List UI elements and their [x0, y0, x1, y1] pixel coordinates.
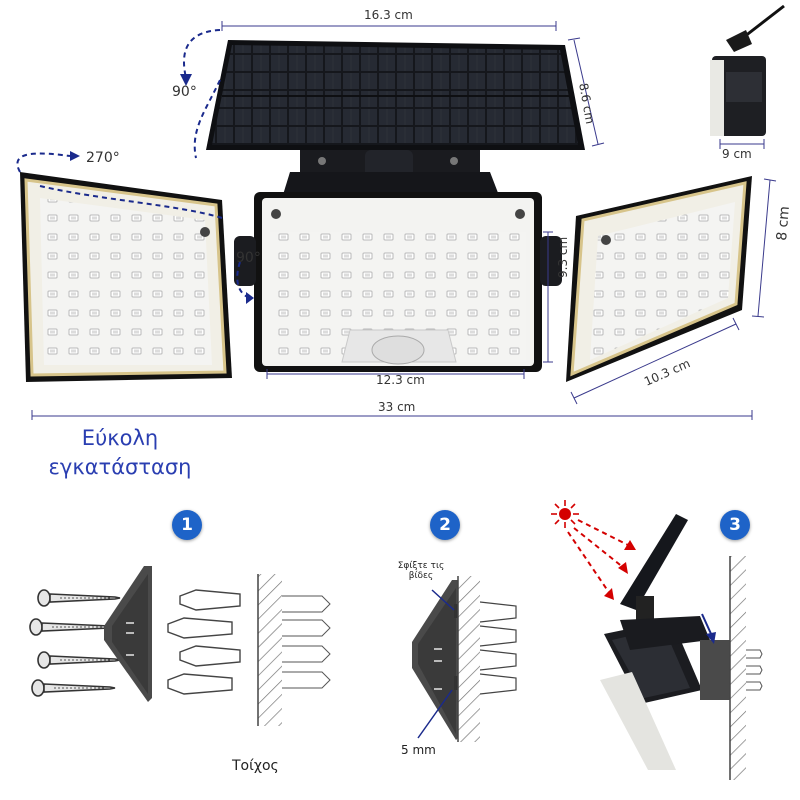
side-depth-label: 9 cm [722, 147, 752, 161]
step-2-diagram [412, 576, 517, 742]
solar-panel [206, 40, 585, 150]
mount-plate [104, 566, 152, 702]
sun-icon [551, 500, 579, 528]
tighten-screws-label: Σφίξτε τις βίδες [397, 561, 445, 581]
drill-size-label: 5 mm [401, 743, 436, 757]
left-light-head [20, 172, 232, 382]
step-badge-2: 2 [430, 510, 460, 540]
wall-label: Τοίχος [232, 758, 279, 774]
joint-rotation-label: 90° [236, 250, 261, 266]
screw-icon [37, 589, 121, 607]
center-light-head [254, 192, 542, 372]
step-badge-3: 3 [720, 510, 750, 540]
right-joint [540, 236, 562, 286]
panel-bracket [282, 150, 500, 198]
panel-rotation-label: 90° [172, 84, 197, 100]
install-title: Εύκολη εγκατάσταση [48, 426, 192, 479]
wall-anchor-icon [179, 589, 241, 611]
left-joint [234, 236, 256, 286]
product-illustration [16, 4, 785, 420]
screw-icon [37, 651, 121, 669]
wall-anchor-icon [167, 673, 233, 695]
right-light-head [566, 176, 752, 382]
wall-anchor-icon [179, 645, 241, 667]
side-profile [710, 4, 785, 136]
center-width-label: 12.3 cm [376, 373, 425, 387]
step-3-diagram [551, 500, 763, 780]
step-badge-1: 1 [172, 510, 202, 540]
step-1-diagram [29, 566, 331, 726]
panel-width-label: 16.3 cm [364, 8, 413, 22]
head-rotation-label: 270° [86, 150, 120, 166]
total-width-label: 33 cm [378, 400, 416, 414]
wall-anchor-icon [167, 617, 233, 639]
